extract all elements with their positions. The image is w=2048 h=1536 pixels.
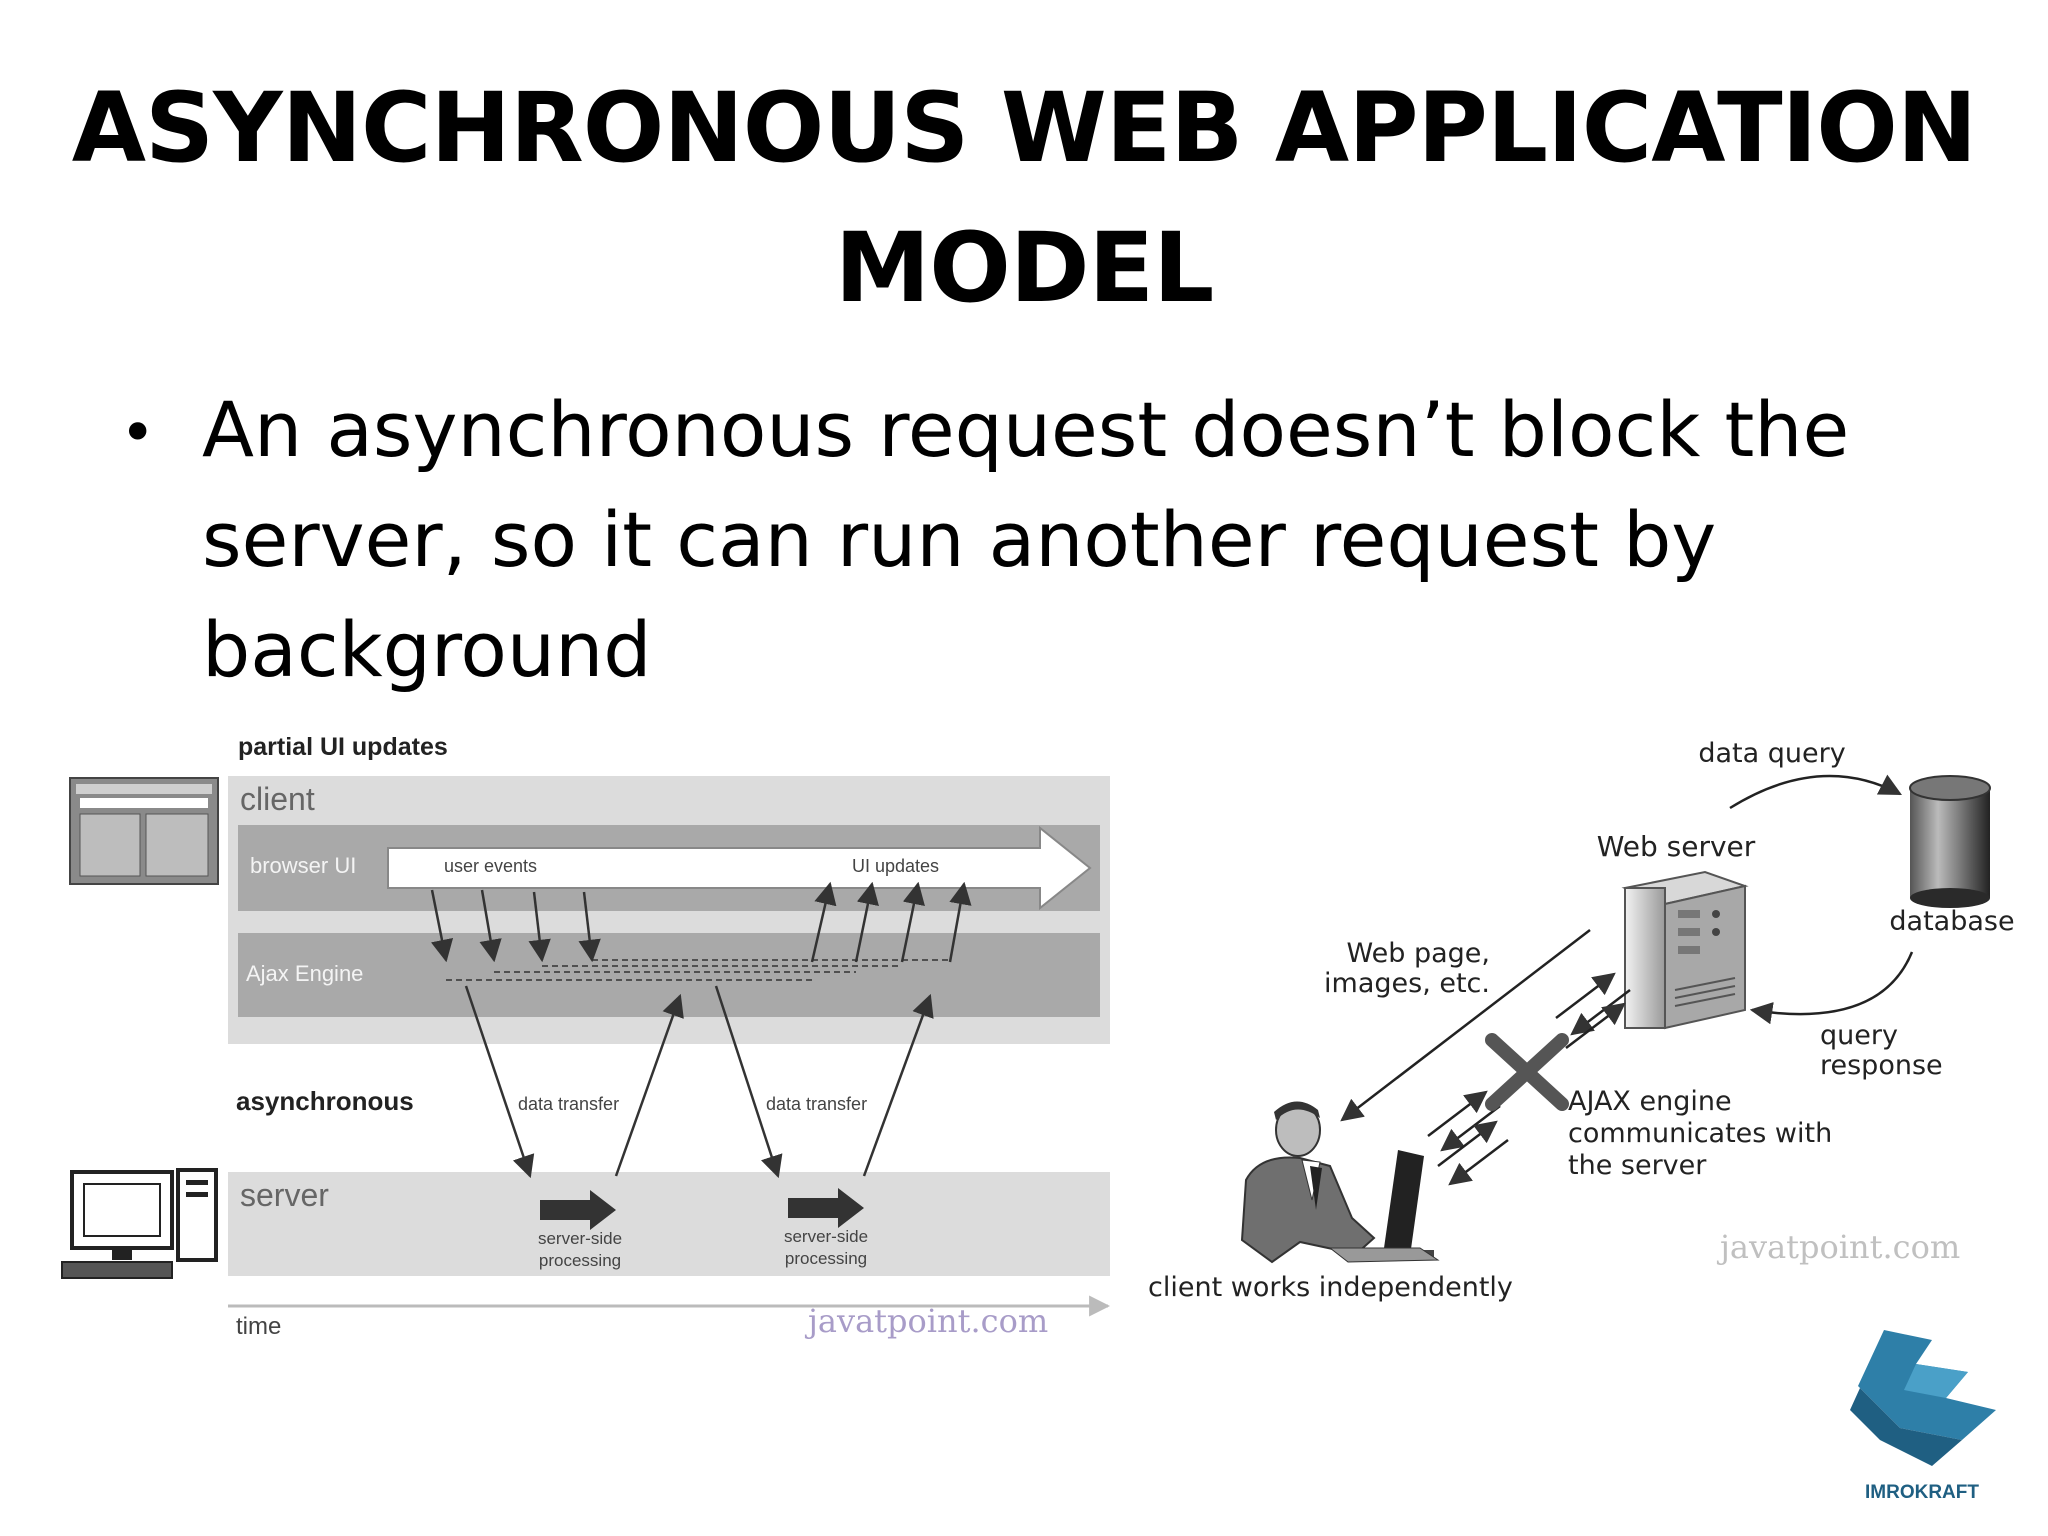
- data-query-label: data query: [1698, 738, 1845, 769]
- query-response-arrow: [1749, 951, 1914, 1025]
- web-page-line2: images, etc.: [1324, 968, 1490, 999]
- data-query-arrow: [1729, 774, 1902, 810]
- ajax-engine-label: Ajax Engine: [246, 961, 363, 986]
- server-processing-arrow-icon-1: [540, 1190, 616, 1230]
- logo-text: IMROKRAFT: [1865, 1482, 1979, 1503]
- bullet-line-2: server, so it can run another request by: [202, 495, 1717, 584]
- imrokraft-logo: IMROKRAFT: [1850, 1330, 1996, 1503]
- ajax-engine-line1: AJAX engine: [1568, 1086, 1732, 1117]
- browser-window-icon: [69, 777, 219, 885]
- data-transfer-label-1: data transfer: [518, 1094, 619, 1114]
- web-page-arrow: [1340, 929, 1591, 1122]
- server-processing-2-line2: processing: [785, 1249, 867, 1268]
- ajax-communication-arrows: [1427, 972, 1631, 1186]
- title-line-2: MODEL: [834, 212, 1215, 324]
- database-label: database: [1889, 906, 2014, 937]
- user-events-label: user events: [444, 856, 537, 876]
- data-transfer-label-2: data transfer: [766, 1094, 867, 1114]
- slide-title: ASYNCHRONOUS WEB APPLICATION MODEL: [0, 58, 2048, 338]
- watermark-right: javatpoint.com: [1716, 1228, 1960, 1266]
- bullet-line-3: background: [202, 605, 652, 694]
- browser-ui-label: browser UI: [250, 853, 356, 878]
- ajax-dashed-lines: [446, 959, 950, 981]
- ajax-engine-line3: the server: [1568, 1150, 1707, 1181]
- database-icon: [1909, 775, 1991, 908]
- partial-ui-label: partial UI updates: [238, 733, 448, 761]
- server-processing-1-line1: server-side: [538, 1229, 622, 1248]
- server-processing-arrow-icon-2: [788, 1188, 864, 1228]
- client-label: client: [240, 781, 315, 817]
- client-person-icon: [1240, 1101, 1440, 1264]
- query-response-line1: query: [1820, 1020, 1898, 1051]
- web-server-label: Web server: [1597, 830, 1756, 863]
- time-label: time: [236, 1313, 281, 1340]
- bullet-text: An asynchronous request doesn’t block th…: [202, 375, 1902, 705]
- bullet-line-1: An asynchronous request doesn’t block th…: [202, 385, 1850, 474]
- web-page-line1: Web page,: [1347, 938, 1490, 969]
- client-works-label: client works independently: [1148, 1272, 1513, 1303]
- server-band: [228, 1172, 1110, 1276]
- server-processing-1-line2: processing: [539, 1251, 621, 1270]
- sync-ajax-diagram: partial UI updates client browser UI use…: [61, 733, 1111, 1340]
- ajax-engine-band: [238, 933, 1100, 1017]
- web-server-icon: [1621, 870, 1749, 1030]
- bullet-dot-icon: •: [120, 398, 156, 468]
- query-response-line2: response: [1820, 1050, 1943, 1081]
- ajax-architecture-diagram: data query Web server database query r: [1148, 738, 2015, 1303]
- title-line-1: ASYNCHRONOUS WEB APPLICATION: [71, 72, 1978, 184]
- ui-updates-label: UI updates: [852, 856, 939, 876]
- asynchronous-label: asynchronous: [236, 1086, 414, 1116]
- ajax-engine-line2: communicates with: [1568, 1118, 1832, 1149]
- user-event-arrows: [430, 881, 972, 963]
- desktop-computer-icon: [61, 1168, 218, 1279]
- block-x-icon: [1485, 1033, 1569, 1111]
- watermark-left: javatpoint.com: [804, 1302, 1048, 1340]
- server-processing-2-line1: server-side: [784, 1227, 868, 1246]
- data-transfer-arrows: [464, 985, 934, 1179]
- server-label: server: [240, 1177, 329, 1213]
